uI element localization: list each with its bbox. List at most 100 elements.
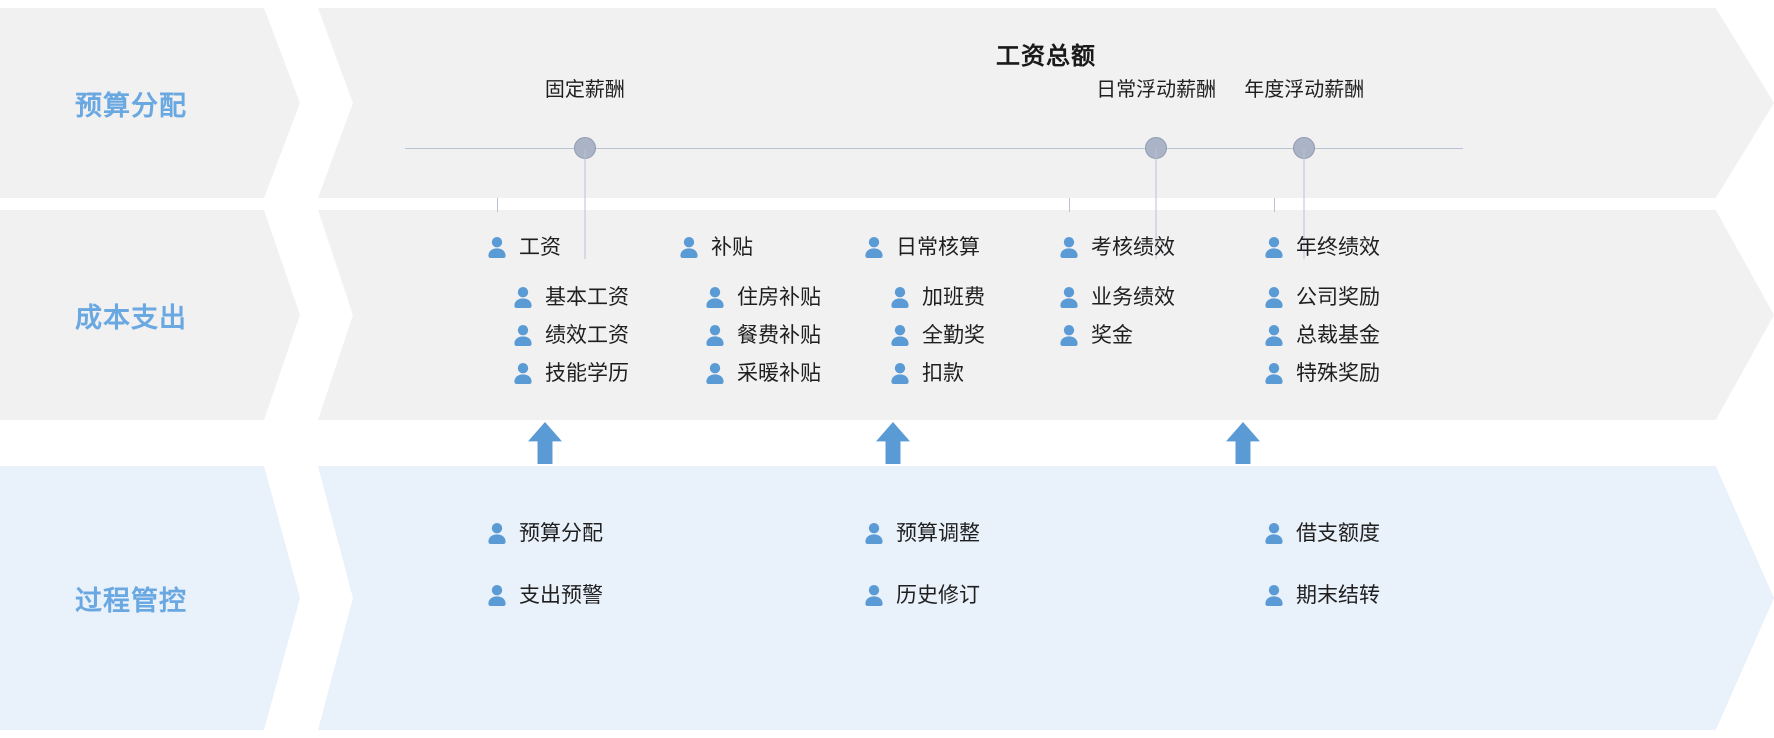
timeline-node-label: 日常浮动薪酬 bbox=[1096, 79, 1217, 101]
list-item-label: 技能学历 bbox=[545, 361, 629, 385]
control-column-2: 借支额度期末结转 bbox=[1263, 514, 1380, 614]
list-item-label: 扣款 bbox=[922, 361, 964, 385]
cost-column-2: 日常核算加班费全勤奖扣款 bbox=[863, 228, 985, 392]
timeline-drop-line bbox=[1303, 149, 1305, 259]
person-icon bbox=[865, 584, 883, 606]
cost-column-head: 考核绩效 bbox=[1058, 228, 1175, 266]
control-item[interactable]: 借支额度 bbox=[1263, 514, 1380, 552]
band-cost-body-shape bbox=[318, 210, 1774, 420]
person-icon bbox=[706, 324, 724, 346]
cost-column-head: 年终绩效 bbox=[1263, 228, 1380, 266]
page-title-salary-pool: 工资总额 bbox=[996, 43, 1096, 70]
band-process-control: 过程管控 预算分配支出预警预算调整历史修订借支额度期末结转 bbox=[0, 466, 1774, 730]
connector-line-2 bbox=[1274, 198, 1275, 212]
list-item-label: 历史修订 bbox=[896, 583, 980, 607]
cost-child-item[interactable]: 采暖补贴 bbox=[704, 354, 821, 392]
connector-line-1 bbox=[1069, 198, 1070, 212]
person-icon bbox=[1265, 236, 1283, 258]
list-item-label: 特殊奖励 bbox=[1296, 361, 1380, 385]
list-item-label: 业务绩效 bbox=[1091, 285, 1175, 309]
list-item-label: 日常核算 bbox=[896, 235, 980, 259]
cost-child-item[interactable]: 基本工资 bbox=[512, 278, 629, 316]
person-icon bbox=[1265, 286, 1283, 308]
person-icon bbox=[514, 324, 532, 346]
band-label-budget-allocation: 预算分配 bbox=[75, 90, 187, 121]
band-label-cost-expenditure: 成本支出 bbox=[75, 302, 187, 333]
person-icon bbox=[488, 236, 506, 258]
control-item[interactable]: 支出预警 bbox=[486, 576, 603, 614]
control-column-0: 预算分配支出预警 bbox=[486, 514, 603, 614]
cost-column-4: 年终绩效公司奖励总裁基金特殊奖励 bbox=[1263, 228, 1380, 392]
list-item-label: 住房补贴 bbox=[737, 285, 821, 309]
person-icon bbox=[488, 584, 506, 606]
person-icon bbox=[514, 362, 532, 384]
person-icon bbox=[1060, 324, 1078, 346]
cost-child-item[interactable]: 技能学历 bbox=[512, 354, 629, 392]
person-icon bbox=[514, 286, 532, 308]
band-budget-label-shape bbox=[0, 8, 300, 198]
cost-child-item[interactable]: 业务绩效 bbox=[1058, 278, 1175, 316]
cost-child-item[interactable]: 住房补贴 bbox=[704, 278, 821, 316]
cost-column-head: 工资 bbox=[486, 228, 629, 266]
cost-head-item[interactable]: 日常核算 bbox=[863, 228, 985, 266]
list-item-label: 公司奖励 bbox=[1296, 285, 1380, 309]
list-item-label: 预算分配 bbox=[519, 521, 603, 545]
list-item-label: 全勤奖 bbox=[922, 323, 985, 347]
connector-line-0 bbox=[497, 198, 498, 212]
band-control-label-shape bbox=[0, 466, 300, 730]
control-item[interactable]: 期末结转 bbox=[1263, 576, 1380, 614]
cost-column-head: 日常核算 bbox=[863, 228, 985, 266]
list-item-label: 支出预警 bbox=[519, 583, 603, 607]
list-item-label: 基本工资 bbox=[545, 285, 629, 309]
list-item-label: 奖金 bbox=[1091, 323, 1133, 347]
cost-head-item[interactable]: 补贴 bbox=[678, 228, 821, 266]
band-budget-body-shape bbox=[318, 8, 1774, 198]
cost-child-item[interactable]: 绩效工资 bbox=[512, 316, 629, 354]
band-cost-expenditure: 成本支出 工资基本工资绩效工资技能学历补贴住房补贴餐费补贴采暖补贴日常核算加班费… bbox=[0, 210, 1774, 420]
control-item[interactable]: 历史修订 bbox=[863, 576, 980, 614]
person-icon bbox=[488, 522, 506, 544]
list-item-label: 年终绩效 bbox=[1296, 235, 1380, 259]
cost-child-item[interactable]: 加班费 bbox=[889, 278, 985, 316]
person-icon bbox=[1265, 362, 1283, 384]
cost-head-item[interactable]: 考核绩效 bbox=[1058, 228, 1175, 266]
control-item[interactable]: 预算分配 bbox=[486, 514, 603, 552]
timeline-node-label: 固定薪酬 bbox=[544, 79, 625, 101]
cost-column-0: 工资基本工资绩效工资技能学历 bbox=[486, 228, 629, 392]
cost-child-item[interactable]: 公司奖励 bbox=[1263, 278, 1380, 316]
person-icon bbox=[1265, 584, 1283, 606]
list-item-label: 餐费补贴 bbox=[737, 323, 821, 347]
cost-child-item[interactable]: 餐费补贴 bbox=[704, 316, 821, 354]
person-icon bbox=[1060, 236, 1078, 258]
cost-child-item[interactable]: 特殊奖励 bbox=[1263, 354, 1380, 392]
person-icon bbox=[1265, 522, 1283, 544]
cost-child-item[interactable]: 奖金 bbox=[1058, 316, 1175, 354]
cost-child-item[interactable]: 总裁基金 bbox=[1263, 316, 1380, 354]
person-icon bbox=[891, 362, 909, 384]
cost-expenditure-content: 工资基本工资绩效工资技能学历补贴住房补贴餐费补贴采暖补贴日常核算加班费全勤奖扣款… bbox=[318, 210, 1774, 420]
band-budget-allocation: 预算分配 工资总额 固定薪酬日常浮动薪酬年度浮动薪酬 bbox=[0, 8, 1774, 259]
cost-child-item[interactable]: 扣款 bbox=[889, 354, 985, 392]
cost-column-children: 业务绩效奖金 bbox=[1058, 278, 1175, 354]
cost-column-children: 基本工资绩效工资技能学历 bbox=[486, 278, 629, 392]
cost-child-item[interactable]: 全勤奖 bbox=[889, 316, 985, 354]
list-item-label: 加班费 bbox=[922, 285, 985, 309]
person-icon bbox=[680, 236, 698, 258]
person-icon bbox=[891, 286, 909, 308]
control-column-1: 预算调整历史修订 bbox=[863, 514, 980, 614]
cost-head-item[interactable]: 年终绩效 bbox=[1263, 228, 1380, 266]
list-item-label: 补贴 bbox=[711, 235, 753, 259]
up-arrow-icon-1 bbox=[876, 422, 910, 464]
list-item-label: 考核绩效 bbox=[1091, 235, 1175, 259]
up-arrow-icon-0 bbox=[528, 422, 562, 464]
list-item-label: 工资 bbox=[519, 235, 561, 259]
cost-column-1: 补贴住房补贴餐费补贴采暖补贴 bbox=[678, 228, 821, 392]
control-item[interactable]: 预算调整 bbox=[863, 514, 980, 552]
person-icon bbox=[706, 286, 724, 308]
person-icon bbox=[1060, 286, 1078, 308]
person-icon bbox=[1265, 324, 1283, 346]
cost-column-children: 加班费全勤奖扣款 bbox=[863, 278, 985, 392]
budget-allocation-content: 工资总额 固定薪酬日常浮动薪酬年度浮动薪酬 bbox=[318, 8, 1774, 259]
cost-head-item[interactable]: 工资 bbox=[486, 228, 629, 266]
